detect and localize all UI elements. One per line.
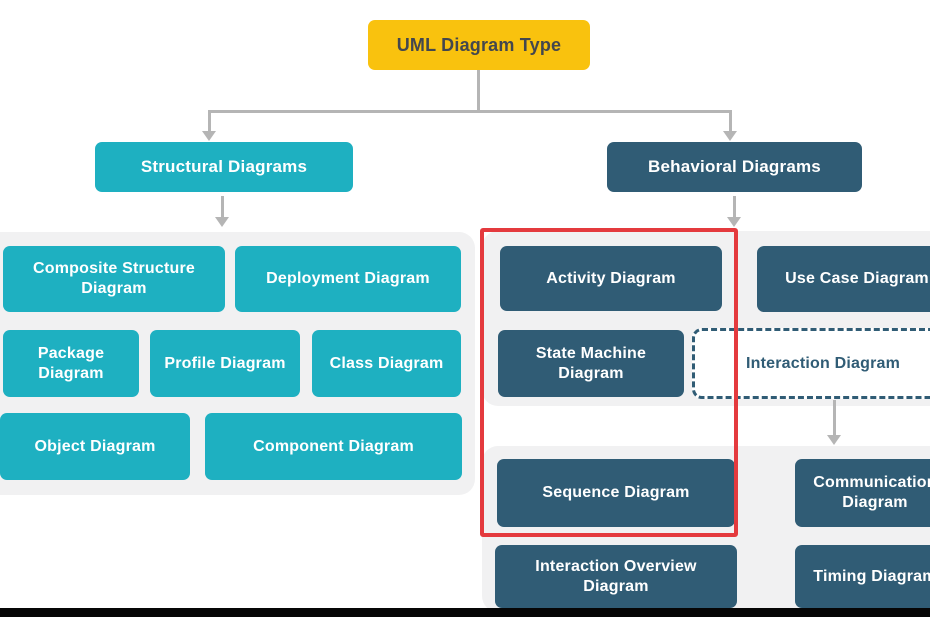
connector-behavioral-out	[733, 196, 736, 218]
node-activity-diagram: Activity Diagram	[500, 246, 722, 311]
connector-branch-horizontal	[208, 110, 732, 113]
arrowhead-structural-icon	[202, 131, 216, 141]
bottom-bar	[0, 608, 930, 617]
node-structural-diagrams: Structural Diagrams	[95, 142, 353, 192]
node-composite-structure-diagram: Composite Structure Diagram	[3, 246, 225, 312]
arrowhead-interaction-icon	[827, 435, 841, 445]
node-profile-diagram: Profile Diagram	[150, 330, 300, 397]
arrowhead-behavioral-group-icon	[727, 217, 741, 227]
node-state-machine-diagram: State Machine Diagram	[498, 330, 684, 397]
connector-drop-structural	[208, 110, 211, 132]
node-component-diagram: Component Diagram	[205, 413, 462, 480]
node-communication-diagram: Communication Diagram	[795, 459, 930, 527]
node-package-diagram: Package Diagram	[3, 330, 139, 397]
node-sequence-diagram: Sequence Diagram	[497, 459, 735, 527]
connector-drop-behavioral	[729, 110, 732, 132]
node-interaction-overview-diagram: Interaction Overview Diagram	[495, 545, 737, 608]
highlight-box	[480, 228, 738, 537]
node-interaction-diagram: Interaction Diagram	[692, 328, 930, 399]
connector-root-stem	[477, 70, 480, 112]
node-class-diagram: Class Diagram	[312, 330, 461, 397]
connector-interaction-out	[833, 400, 836, 436]
node-behavioral-diagrams: Behavioral Diagrams	[607, 142, 862, 192]
node-object-diagram: Object Diagram	[0, 413, 190, 480]
arrowhead-structural-group-icon	[215, 217, 229, 227]
connector-structural-out	[221, 196, 224, 218]
node-uml-diagram-type: UML Diagram Type	[368, 20, 590, 70]
node-timing-diagram: Timing Diagram	[795, 545, 930, 608]
arrowhead-behavioral-icon	[723, 131, 737, 141]
node-use-case-diagram: Use Case Diagram	[757, 246, 930, 312]
node-deployment-diagram: Deployment Diagram	[235, 246, 461, 312]
